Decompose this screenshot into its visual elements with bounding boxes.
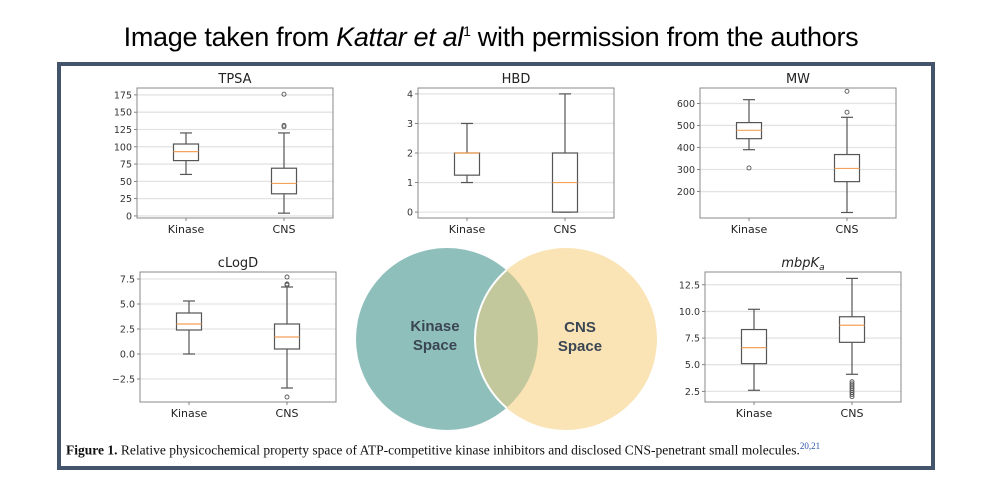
outlier-point (281, 122, 287, 128)
box-kinase (172, 132, 200, 176)
chart-title: HBD (502, 72, 531, 87)
y-tick-label: 0.0 (120, 350, 135, 361)
y-tick-label: 7.5 (685, 334, 700, 345)
outlier-point (284, 281, 290, 287)
chart-title: MW (786, 72, 810, 87)
plot-area (417, 87, 615, 219)
heading-prefix: Image taken from (123, 22, 337, 52)
caption-text: Relative physicochemical property space … (117, 442, 800, 458)
x-category-label: CNS (276, 407, 299, 420)
plot-area (704, 271, 902, 403)
plot-area (699, 87, 897, 219)
box-cns (838, 277, 866, 400)
box-cns (833, 88, 861, 214)
overlap-region (475, 248, 538, 430)
kinase-label-line2: Space (413, 337, 457, 354)
outlier-point (284, 274, 290, 280)
y-tick-label: −2.5 (112, 375, 135, 386)
y-tick-label: 175 (114, 90, 132, 101)
x-category-label: CNS (841, 407, 864, 420)
x-category-label: CNS (273, 223, 296, 236)
box-kinase (175, 300, 203, 355)
y-tick-label: 125 (114, 125, 132, 136)
x-category-label: CNS (554, 223, 577, 236)
x-category-label: Kinase (449, 223, 486, 236)
caption-references[interactable]: 20,21 (799, 441, 821, 451)
y-tick-label: 600 (677, 99, 695, 110)
box-kinase (740, 308, 768, 391)
page-heading: Image taken from Kattar et al1 with perm… (0, 22, 982, 53)
y-tick-label: 0 (126, 211, 132, 222)
y-tick-label: 5.0 (120, 300, 135, 311)
x-category-label: Kinase (736, 407, 773, 420)
y-tick-label: 2.5 (120, 325, 135, 336)
outlier-point (849, 381, 855, 387)
kinase-label-line1: Kinase (410, 318, 459, 335)
y-tick-label: 200 (677, 187, 695, 198)
chart-title: cLogD (218, 256, 258, 271)
venn-diagram: Kinase Space CNS Space (340, 240, 660, 445)
y-tick-label: 50 (120, 177, 132, 188)
y-tick-label: 400 (677, 143, 695, 154)
box-cns (551, 93, 579, 213)
box-kinase (453, 122, 481, 184)
y-tick-label: 0 (407, 208, 413, 219)
y-tick-label: 4 (407, 89, 413, 100)
y-tick-label: 12.5 (679, 280, 700, 291)
y-tick-label: 1 (407, 178, 413, 189)
y-tick-label: 2 (407, 149, 413, 160)
heading-superscript: 1 (463, 23, 471, 39)
cns-label-line1: CNS (564, 319, 596, 336)
outlier-point (746, 165, 752, 171)
heading-suffix: with permission from the authors (470, 22, 859, 52)
y-tick-label: 100 (114, 142, 132, 153)
figure-caption: Figure 1. Relative physicochemical prope… (66, 441, 820, 459)
y-tick-label: 300 (677, 165, 695, 176)
cns-label-line2: Space (558, 338, 602, 355)
x-category-label: Kinase (168, 223, 205, 236)
plot-area (139, 271, 337, 403)
y-tick-label: 10.0 (679, 307, 700, 318)
x-category-label: Kinase (171, 407, 208, 420)
outlier-point (281, 91, 287, 97)
box-kinase (735, 99, 763, 171)
outlier-point (284, 394, 290, 400)
x-category-label: Kinase (731, 223, 768, 236)
outlier-point (844, 109, 850, 115)
y-tick-label: 3 (407, 119, 413, 130)
chart-title: TPSA (217, 72, 251, 87)
heading-citation: Kattar et al (336, 22, 464, 52)
y-tick-label: 75 (120, 160, 132, 171)
chart-title: mbpKa (781, 256, 824, 273)
box-cns (270, 91, 298, 214)
x-category-label: CNS (836, 223, 859, 236)
outlier-point (849, 379, 855, 385)
plot-area (136, 87, 334, 219)
y-tick-label: 500 (677, 121, 695, 132)
y-tick-label: 5.0 (685, 360, 700, 371)
outlier-point (844, 88, 850, 94)
y-tick-label: 7.5 (120, 275, 135, 286)
box-cns (273, 274, 301, 400)
y-tick-label: 2.5 (685, 387, 700, 398)
y-tick-label: 25 (120, 194, 132, 205)
caption-label: Figure 1. (66, 442, 118, 458)
y-tick-label: 150 (114, 108, 132, 119)
